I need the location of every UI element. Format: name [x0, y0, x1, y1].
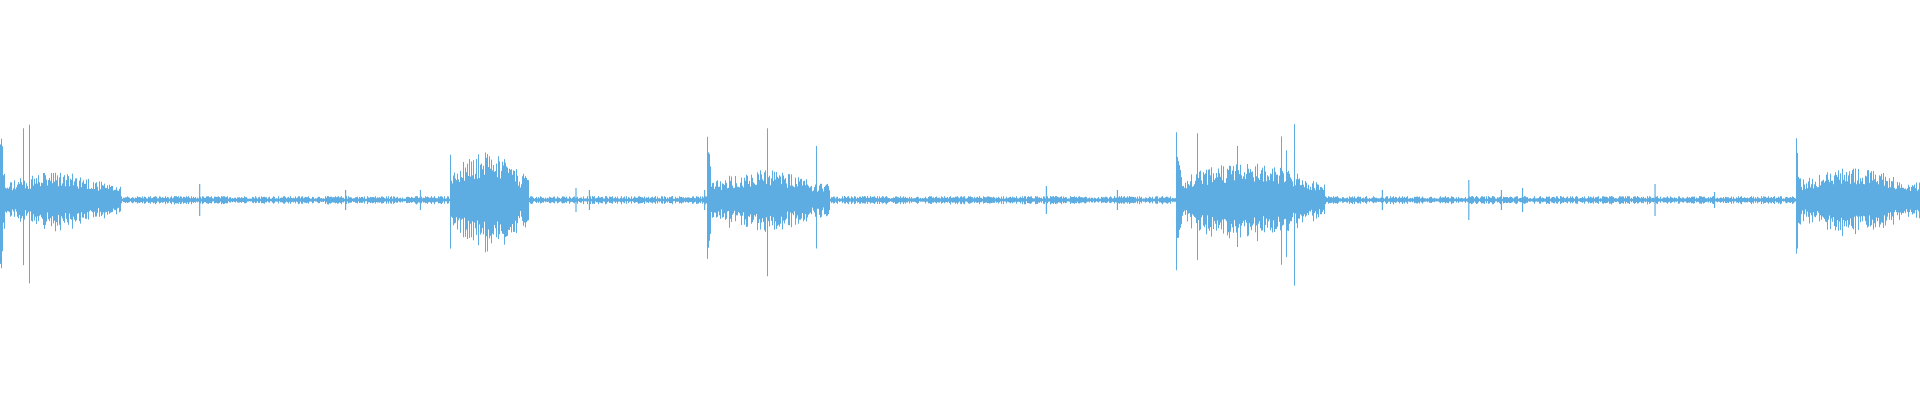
waveform-envelope — [0, 124, 1920, 286]
waveform-samples — [0, 124, 1920, 286]
